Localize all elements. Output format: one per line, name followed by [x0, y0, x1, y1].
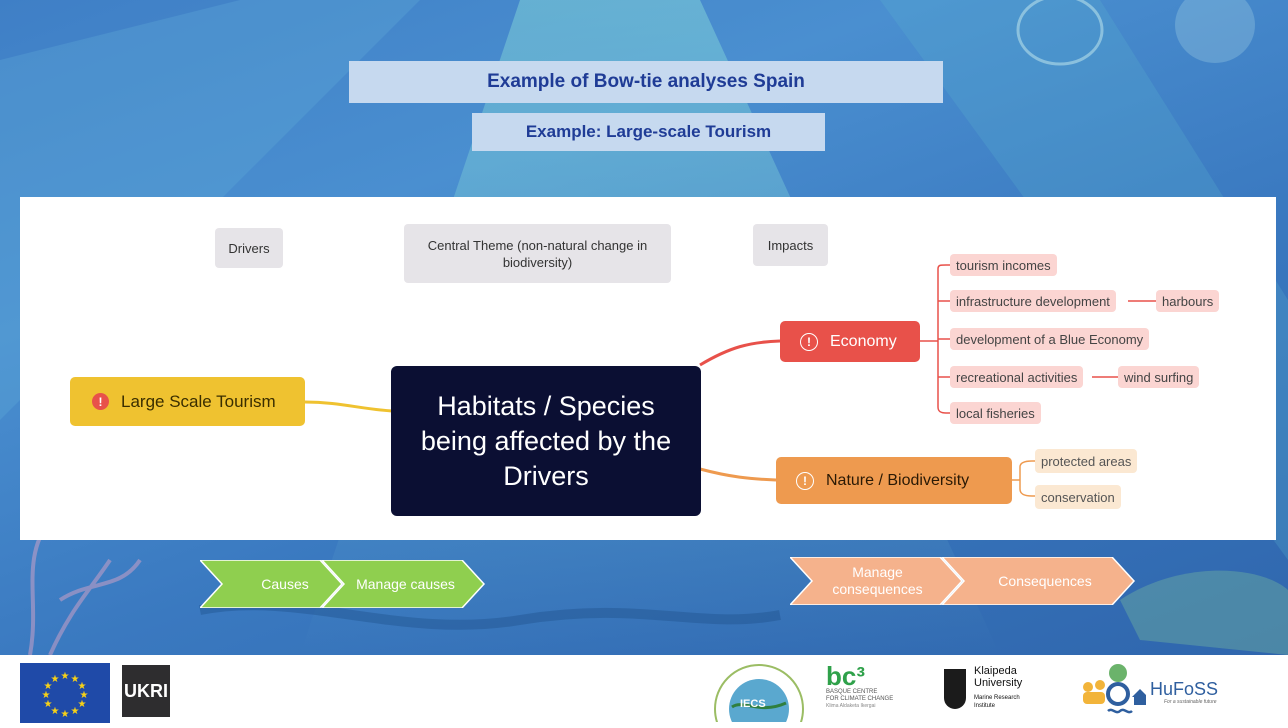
svg-text:★: ★ [78, 699, 87, 710]
coral-icon [28, 518, 142, 655]
iecs-text: IECS [740, 698, 766, 710]
leaf-protected-areas[interactable]: protected areas [1035, 449, 1138, 473]
iecs-ring-icon [714, 664, 804, 728]
svg-text:★: ★ [44, 699, 53, 710]
causes-label[interactable]: Causes [261, 576, 309, 592]
diagram-connectors [304, 264, 1156, 497]
slide-title: Example of Bow-tie analyses Spain [349, 61, 943, 103]
bc3-line1: BASQUE CENTRE [826, 689, 878, 695]
nature-node[interactable]: ! Nature / Biodiversity [776, 457, 1012, 504]
manage-consequences-label[interactable]: Manage consequences [832, 564, 923, 597]
central-node[interactable]: Habitats / Species being affected by the… [391, 366, 701, 516]
connector-driver [304, 400, 393, 413]
connector-economy [699, 339, 781, 367]
bc3-line2: FOR CLIMATE CHANGE [826, 696, 894, 702]
warning-icon: ! [800, 332, 818, 351]
klaipeda-institute-1: Marine Research [974, 695, 1020, 701]
eu-stars: ★★★★ ★★★★ ★★★★ [42, 671, 89, 720]
driver-node[interactable]: ! Large Scale Tourism [70, 377, 305, 426]
bc3-line3: Klima Aldaketa Ikergai [826, 703, 876, 709]
connector-nature [699, 467, 777, 482]
fish-icon [1120, 570, 1288, 655]
drivers-label: Drivers [215, 228, 283, 268]
warning-icon: ! [92, 393, 109, 410]
economy-node[interactable]: ! Economy [780, 321, 920, 362]
causes-chevron [200, 560, 344, 608]
iecs-logo: IECS [704, 659, 814, 728]
ukri-logo: UKRI [122, 665, 170, 717]
klaipeda-name: Klaipeda [974, 665, 1017, 677]
svg-text:★: ★ [61, 671, 70, 682]
leaf-wind-surfing[interactable]: wind surfing [1118, 366, 1200, 388]
nature-node-label: Nature / Biodiversity [826, 471, 970, 489]
hufoss-logo: HuFoSS For a sustainable future [1080, 661, 1240, 721]
consequences-chevron [940, 557, 1136, 605]
leaf-conservation[interactable]: conservation [1035, 485, 1121, 509]
economy-branches [920, 264, 1156, 414]
svg-text:★: ★ [71, 706, 80, 717]
svg-text:★: ★ [51, 706, 60, 717]
process-chevrons-right [790, 557, 1136, 605]
klaipeda-logo: Klaipeda University Marine Research Inst… [944, 665, 1044, 721]
footer-logos: ★★★★ ★★★★ ★★★★ UKRI IECS bc³ BASQUE CENT… [0, 655, 1288, 728]
hufoss-icon [1083, 664, 1148, 714]
bc3-logo: bc³ BASQUE CENTRE FOR CLIMATE CHANGE Kli… [826, 663, 916, 721]
svg-text:★: ★ [42, 690, 51, 701]
eu-flag-icon: ★★★★ ★★★★ ★★★★ [20, 663, 110, 723]
svg-text:★: ★ [51, 674, 60, 685]
svg-text:★: ★ [71, 674, 80, 685]
manage-causes-chevron [320, 560, 486, 608]
leaf-harbours[interactable]: harbours [1156, 290, 1220, 312]
hufoss-tagline: For a sustainable future [1164, 699, 1217, 705]
central-node-label: Habitats / Species being affected by the… [420, 390, 672, 491]
svg-text:★: ★ [61, 709, 70, 720]
leaf-local-fisheries[interactable]: local fisheries [950, 402, 1041, 424]
leaf-infrastructure-development[interactable]: infrastructure development [950, 290, 1116, 312]
process-chevrons-left [200, 560, 486, 608]
manage-causes-label[interactable]: Manage causes [356, 576, 455, 592]
consequences-label[interactable]: Consequences [998, 573, 1092, 589]
jellyfish-icon [1016, 0, 1104, 66]
central-theme-label: Central Theme (non-natural change in bio… [404, 224, 671, 283]
economy-node-label: Economy [830, 332, 897, 350]
hufoss-name: HuFoSS [1150, 679, 1219, 699]
manage-consequences-chevron [790, 557, 964, 605]
leaf-recreational-activities[interactable]: recreational activities [950, 366, 1084, 388]
klaipeda-institute-2: Institute [974, 703, 996, 709]
jellyfish-icon [1175, 0, 1255, 63]
svg-text:★: ★ [78, 681, 87, 692]
leaf-blue-economy[interactable]: development of a Blue Economy [950, 328, 1150, 350]
bowtie-diagram: Drivers Central Theme (non-natural chang… [20, 197, 1276, 540]
nature-branches [1012, 460, 1035, 497]
svg-text:★: ★ [80, 690, 89, 701]
klaipeda-university: University [974, 677, 1023, 689]
slide-subtitle: Example: Large-scale Tourism [472, 113, 825, 151]
impacts-label: Impacts [753, 224, 828, 266]
leaf-tourism-incomes[interactable]: tourism incomes [950, 254, 1057, 276]
svg-text:★: ★ [44, 681, 53, 692]
shield-icon [944, 669, 966, 709]
driver-node-label: Large Scale Tourism [121, 391, 276, 411]
bc3-mark: bc³ [826, 661, 865, 691]
warning-icon: ! [796, 471, 814, 490]
